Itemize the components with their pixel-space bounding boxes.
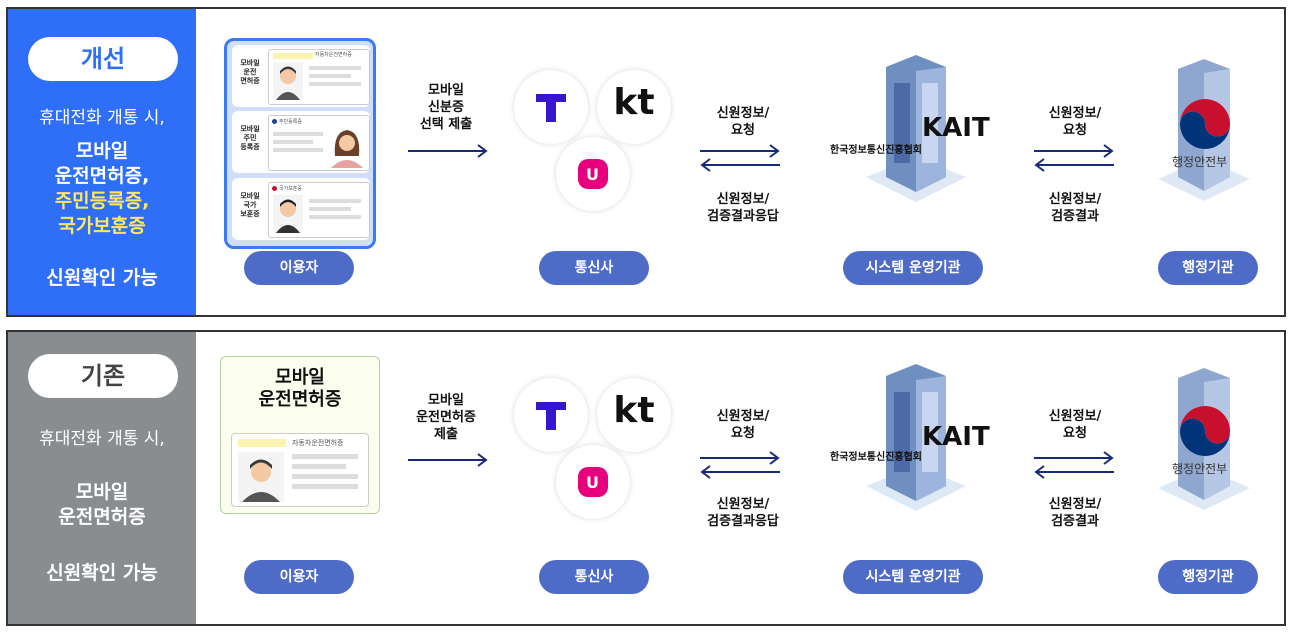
mois-emblem-icon [1180, 406, 1230, 456]
skt-logo-icon [514, 378, 588, 452]
kt-logo-icon: kt [597, 70, 671, 144]
existing-sidebar: 기존 휴대전화 개통 시, 모바일 운전면허증 신원확인 가능 [8, 332, 196, 624]
response-text: 신원정보/ 검증결과응답 [707, 497, 779, 529]
existing-subtitle: 휴대전화 개통 시, [39, 429, 165, 449]
existing-pill: 기존 [28, 354, 178, 398]
submit-text: 모바일 운전면허증 제출 [416, 393, 476, 442]
person-icon [331, 130, 363, 168]
improved-line2: 운전면허증, [54, 165, 150, 187]
gov-request-text: 신원정보/ 요청 [1048, 106, 1102, 138]
building-icon [866, 55, 966, 202]
kait-logo: KAIT [922, 422, 990, 452]
card-badge: 자동차운전면허증 [315, 52, 352, 58]
card-badge: 자동차운전면허증 [292, 439, 344, 447]
label-user: 이용자 [244, 560, 354, 594]
improved-sidebar: 개선 휴대전화 개통 시, 모바일 운전면허증, 주민등록증, 국가보훈증 신원… [8, 9, 196, 315]
id-card-stack: 모바일 운전 면허증 자동차운전면허증 모바일 [224, 38, 376, 249]
mois-name: 행정안전부 [1172, 155, 1228, 169]
label-user: 이용자 [244, 251, 354, 285]
improved-confirm: 신원확인 가능 [46, 267, 158, 289]
lgu-logo-icon: U [556, 445, 630, 519]
license-card-title1: 모바일 [275, 367, 325, 388]
existing-panel: 기존 휴대전화 개통 시, 모바일 운전면허증 신원확인 가능 모바일 운전면허… [6, 330, 1286, 626]
request-text: 신원정보/ 요청 [716, 106, 770, 138]
id-card-veteran: 모바일 국가 보훈증 국가보훈증 [232, 178, 370, 240]
submit-text: 모바일 신분증 선택 제출 [419, 83, 473, 132]
label-operator: 시스템 운영기관 [843, 251, 983, 285]
kait-org-name: 한국정보통신진흥협회 [830, 145, 922, 156]
label-telco: 통신사 [539, 251, 649, 285]
existing-confirm: 신원확인 가능 [46, 562, 158, 584]
person-icon [273, 62, 303, 100]
license-card-title2: 운전면허증 [258, 389, 342, 410]
svg-text:U: U [586, 165, 599, 184]
arrow-bidirectional-icon [700, 144, 780, 172]
gov-response-text: 신원정보/ 검증결과 [1048, 192, 1102, 224]
kait-org-name: 한국정보통신진흥협회 [830, 452, 922, 463]
person-icon [238, 452, 284, 502]
kait-logo: KAIT [922, 113, 990, 143]
id-card-license: 모바일 운전 면허증 자동차운전면허증 [232, 45, 370, 107]
id-card-resident: 모바일 주민 등록증 주민등록증 [232, 111, 370, 173]
improved-line4: 국가보훈증 [58, 215, 146, 237]
arrow-bidirectional-icon [700, 451, 780, 479]
arrow-right-icon [408, 144, 488, 158]
label-gov: 행정기관 [1158, 560, 1258, 594]
improved-panel: 개선 휴대전화 개통 시, 모바일 운전면허증, 주민등록증, 국가보훈증 신원… [6, 7, 1286, 317]
mois-name: 행정안전부 [1172, 462, 1228, 476]
label-gov: 행정기관 [1158, 251, 1258, 285]
card-badge: 국가보훈증 [279, 186, 303, 192]
improved-line3: 주민등록증, [54, 190, 150, 212]
person-icon [273, 195, 303, 233]
improved-id-list: 모바일 운전면허증, 주민등록증, 국가보훈증 [8, 139, 196, 239]
gov-response-text: 신원정보/ 검증결과 [1048, 497, 1102, 529]
improved-subtitle: 휴대전화 개통 시, [39, 108, 165, 128]
arrow-right-icon [408, 453, 488, 467]
kt-logo-icon: kt [597, 378, 671, 452]
lgu-logo-icon: U [556, 137, 630, 211]
card-badge: 주민등록증 [279, 119, 303, 125]
request-text: 신원정보/ 요청 [716, 409, 770, 441]
building-icon [866, 364, 966, 511]
svg-text:U: U [586, 473, 599, 492]
mois-emblem-icon [1180, 99, 1230, 149]
existing-line2: 운전면허증 [58, 506, 146, 528]
improved-pill: 개선 [28, 37, 178, 81]
response-text: 신원정보/ 검증결과응답 [707, 192, 779, 224]
skt-logo-icon [514, 70, 588, 144]
license-card: 모바일 운전면허증 자동차운전면허증 [220, 356, 380, 514]
improved-line1: 모바일 [75, 140, 129, 162]
gov-request-text: 신원정보/ 요청 [1048, 409, 1102, 441]
label-operator: 시스템 운영기관 [843, 560, 983, 594]
arrow-bidirectional-icon [1034, 451, 1114, 479]
arrow-bidirectional-icon [1034, 144, 1114, 172]
existing-line1: 모바일 [75, 481, 129, 503]
label-telco: 통신사 [539, 560, 649, 594]
existing-id-list: 모바일 운전면허증 [8, 480, 196, 530]
